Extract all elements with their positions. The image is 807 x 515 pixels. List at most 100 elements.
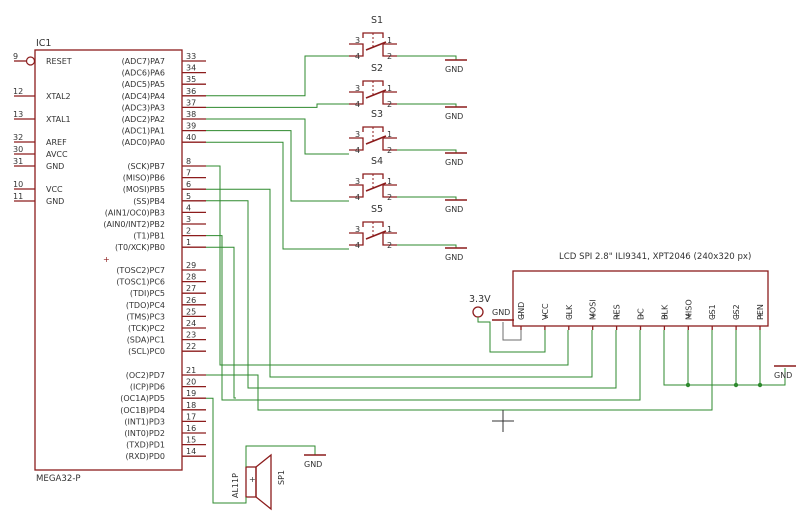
lcd-pin-plus: + [661,311,668,320]
switch-right-contacts [382,137,397,151]
switch-pin-1: 1 [387,225,392,234]
ic1-pin-number: 7 [186,169,191,178]
ic1-pin-label: AREF [46,138,67,147]
lcd-pin-plus: + [685,311,692,320]
switch-blade [365,41,387,51]
lcd-pins: GND+VCC+CLK+MOSI+RES+DC+BLK+MISO+CS1+CS2… [517,299,765,330]
ic1-pin-number: 29 [186,261,196,270]
ic1-pin-number: 32 [13,133,23,142]
ic1-pin-label: XTAL1 [46,115,71,124]
switch-name: S4 [371,156,383,167]
ic1-pin-number: 3 [186,215,191,224]
switch-pin-3: 3 [355,130,360,139]
wire-lcd-vcc-3v3 [477,317,546,353]
ic1-pin-number: 30 [13,145,23,154]
switch-pin-2: 2 [387,241,392,250]
lcd-pin-label-dc: DC [637,308,646,320]
lcd-pin-label-blk: BLK [660,304,669,320]
ic1-pin-number: 36 [186,87,196,96]
lcd-pin-plus: + [566,311,573,320]
switch-pin-4: 4 [355,52,360,61]
switch-pin-4: 4 [355,146,360,155]
ic1-pin-number: 37 [186,98,196,107]
ic1-pin-label: (ICP)PD6 [130,383,165,392]
ic1-origin-mark: + [103,255,110,264]
ic1-name: IC1 [36,38,51,49]
ic1-pin-label: (MOSI)PB5 [123,185,165,194]
ic1-pin-label: GND [46,197,64,206]
ic1-pin-label: (TMS)PC3 [126,312,165,321]
wire-speaker-gnd [245,445,316,467]
lcd-pin-plus: + [638,311,645,320]
gnd-label: GND [445,112,463,121]
gnd-symbol: GND [445,59,467,74]
ic1-pin-label: (AIN0/INT2)PB2 [103,220,165,229]
ic1-pin-label: (TOSC2)PC7 [116,266,165,275]
switch-pin-2: 2 [387,52,392,61]
supply-3v3: 3.3V [469,294,491,318]
gnd-symbol: GND [774,365,796,380]
ic1-pin-label: (T1)PB1 [133,232,165,241]
ic1-pin-label: (AIN1/OC0)PB3 [105,208,165,217]
lcd-pin-label-cs2: CS2 [732,304,741,320]
ic1-body [34,49,183,471]
switch-pin-4: 4 [355,193,360,202]
wire-mosi [206,188,593,378]
lcd-pin-label-res: RES [613,304,622,320]
ic1-pin-label: (TCK)PC2 [128,324,165,333]
ic1-pin-label: (OC2)PD7 [126,371,165,380]
wire-switch-gnd [397,149,457,153]
lcd-pin-plus: + [542,311,549,320]
lcd-pin-label-cs1: CS1 [708,304,717,320]
ic1-pin-label: (TDI)PC5 [130,289,165,298]
wire-lcd-gnd-local [502,322,522,341]
ic1-pin-label: (ADC6)PA6 [122,69,165,78]
gnd-label: GND [445,253,463,262]
wire-pb0 [206,246,236,399]
ic1-pin-number: 40 [186,133,196,142]
ic1-symbol: IC1 MEGA32-P + 9RESET12XTAL213XTAL132ARE… [13,38,206,484]
ic1-pin-label: AVCC [46,150,68,159]
ic1-pin-number: 28 [186,273,196,282]
switch-left-contacts [349,91,364,105]
gnd-label: GND [445,65,463,74]
switch-right-contacts [382,232,397,246]
speaker-sp1: + SP1 AL11P [231,453,286,511]
ic1-pin-number: 31 [13,157,23,166]
ic1-pin-number: 4 [186,203,191,212]
ic1-pin-label: (ADC0)PA0 [122,138,165,147]
wire-switch-gnd [397,103,457,107]
speaker-cone [255,453,272,511]
ic1-pin-number: 26 [186,296,196,305]
wire-switch-gnd [397,196,457,200]
ic1-pin-number: 12 [13,87,23,96]
ic1-pin-label: (ADC7)PA7 [122,57,165,66]
lcd-pin-label-pen: PEN [756,304,765,320]
wire-switch-gnd [397,55,457,60]
ic1-pin-number: 35 [186,75,196,84]
switch-left-contacts [349,232,364,246]
switch-pin-4: 4 [355,241,360,250]
switch-pin-3: 3 [355,36,360,45]
gnd-symbol: GND [445,152,467,167]
ic1-pin-label: (ADC4)PA4 [122,92,165,101]
ic1-pin-number: 34 [186,64,196,73]
wire-pa4-s1 [206,55,349,97]
ic1-pin-number: 17 [186,412,196,421]
ic1-pin-number: 27 [186,284,196,293]
switch-name: S5 [371,204,383,215]
gnd-symbol: GND [445,106,467,121]
gnd-symbol-lcd: GND [492,308,514,321]
ic1-pin-number: 39 [186,122,196,131]
switch-pin-1: 1 [387,36,392,45]
ic1-pin-number: 18 [186,401,196,410]
lcd-pin-plus: + [709,311,716,320]
ic1-pin-number: 11 [13,192,23,201]
ic1-pin-label: (ADC2)PA2 [122,115,165,124]
ic1-pin-number: 10 [13,180,23,189]
ic1-part-label: MEGA32-P [36,474,81,484]
